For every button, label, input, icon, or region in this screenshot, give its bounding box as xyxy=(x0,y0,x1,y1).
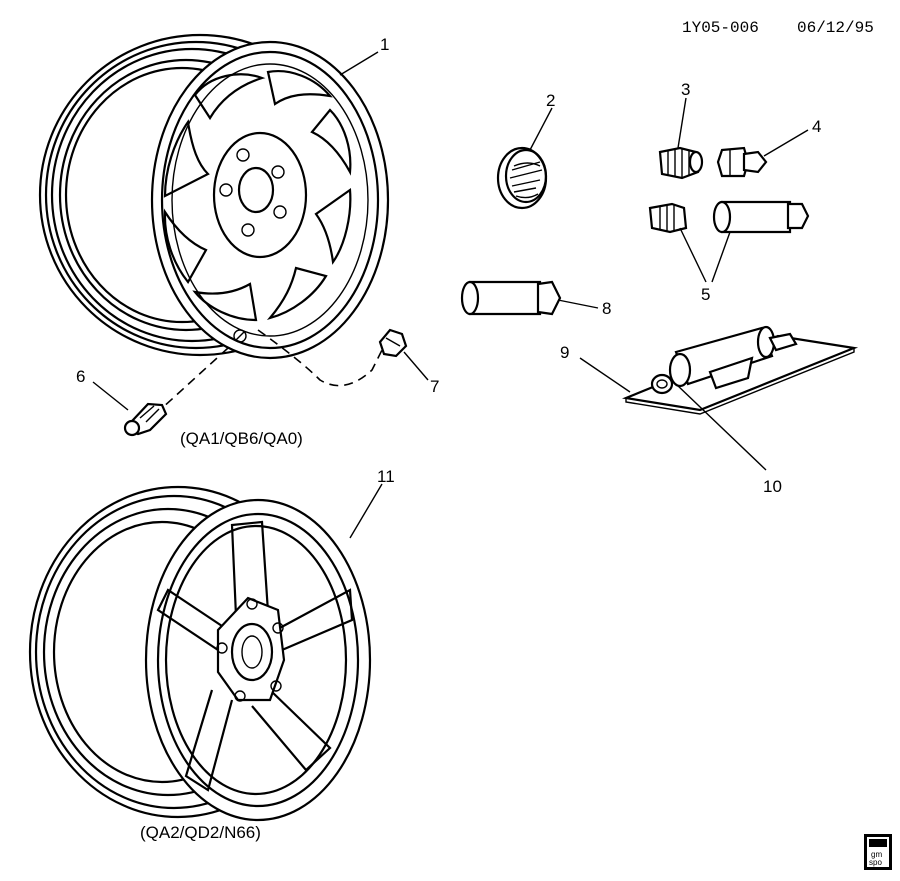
leader-11 xyxy=(349,483,383,539)
callout-8: 8 xyxy=(602,299,611,318)
lock-key-part-5 xyxy=(712,200,810,234)
leader-7-dashed xyxy=(257,329,383,387)
leader-1 xyxy=(339,51,379,76)
jack-part-10 xyxy=(650,325,798,395)
callout-11: 11 xyxy=(377,467,395,486)
callout-1: 1 xyxy=(380,35,389,54)
callout-10: 10 xyxy=(763,477,782,496)
leader-6 xyxy=(92,381,129,411)
lower-wheel-option-codes: (QA2/QD2/N66) xyxy=(140,823,261,842)
wheel-bolt-part-6 xyxy=(123,402,168,437)
leader-4 xyxy=(763,129,809,157)
lug-nut-part-4 xyxy=(716,146,768,178)
diagram-code: 1Y05-006 xyxy=(682,19,759,37)
center-cap-part-2 xyxy=(496,146,548,210)
logo-line-1: gm xyxy=(871,850,882,859)
callout-3: 3 xyxy=(681,80,690,99)
callout-7: 7 xyxy=(430,377,439,396)
logo-line-2: spo xyxy=(869,858,882,867)
leader-8 xyxy=(557,299,599,309)
callout-9: 9 xyxy=(560,343,569,362)
gm-spo-logo: gm spo xyxy=(864,834,892,870)
callout-5: 5 xyxy=(701,285,710,304)
leader-3 xyxy=(677,97,687,149)
leader-10 xyxy=(675,383,767,471)
callout-4: 4 xyxy=(812,117,821,136)
lug-nut-part-3 xyxy=(658,146,704,180)
lower-wheel-illustration xyxy=(28,485,372,822)
upper-wheel-option-codes: (QA1/QB6/QA0) xyxy=(180,429,303,448)
leader-9 xyxy=(579,357,631,393)
lock-nut-part-5 xyxy=(648,202,688,234)
callout-2: 2 xyxy=(546,91,555,110)
upper-wheel-illustration xyxy=(38,33,390,360)
leader-6-dashed xyxy=(159,347,229,411)
leader-7 xyxy=(403,351,429,381)
valve-stem-part-7 xyxy=(378,328,408,358)
diagram-date: 06/12/95 xyxy=(797,19,874,37)
leader-5b xyxy=(711,231,731,283)
socket-adapter-part-8 xyxy=(460,280,562,316)
leader-5a xyxy=(679,227,707,283)
leader-2 xyxy=(529,107,553,151)
callout-6: 6 xyxy=(76,367,85,386)
